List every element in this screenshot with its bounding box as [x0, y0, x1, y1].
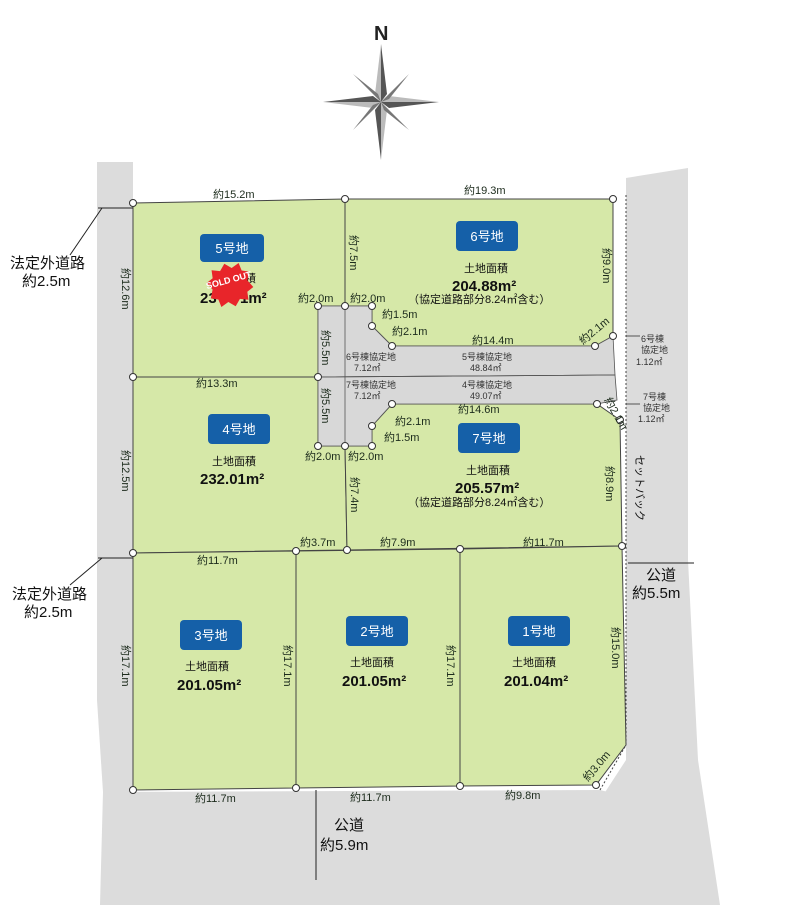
legal-road-width-lower: 約2.5m: [24, 604, 72, 621]
dim-road-146: 約14.6m: [458, 402, 500, 416]
lot-4-badge: 4号地: [222, 422, 255, 437]
lot-1[interactable]: [459, 545, 627, 787]
dim-road-144: 約14.4m: [472, 333, 514, 347]
lot-7-note: （協定道路部分8.24㎡含む）: [408, 495, 550, 509]
lot-7-badge: 7号地: [472, 431, 505, 446]
lot-5-info: 5号地 土地面積 23 1m² SOLD OUT: [200, 234, 267, 307]
dim-row-79: 約7.9m: [380, 535, 415, 549]
lot-7-area-label: 土地面積: [466, 463, 510, 477]
public-road-east: [600, 168, 720, 905]
lot-1-info: 1号地 土地面積 201.04m²: [504, 616, 570, 690]
agreement-labels: 6号棟協定地 7.12㎡ 5号棟協定地 48.84㎡ 7号棟協定地 7.12㎡ …: [346, 333, 670, 424]
dim-notch-w4: 約2.0m: [348, 449, 383, 463]
lot-6-badge: 6号地: [470, 229, 503, 244]
dim-bottom-117-a: 約11.7m: [195, 791, 236, 805]
lot-1-badge: 1号地: [522, 624, 555, 639]
agreement-7e-name-1: 7号棟: [643, 391, 666, 402]
setback-line: [599, 195, 627, 791]
dim-lot2-west: 約17.1m: [281, 645, 295, 687]
dim-row-117-b: 約11.7m: [523, 535, 564, 549]
dim-notch-21-upper: 約2.1m: [392, 324, 427, 338]
legal-outside-road-west: [97, 162, 133, 792]
lot-6-note: （協定道路部分8.24㎡含む）: [408, 292, 550, 306]
agreement-7-name: 7号棟協定地: [346, 379, 396, 390]
dim-road-55-upper: 約5.5m: [319, 330, 333, 365]
dim-bottom-98: 約9.8m: [505, 788, 540, 802]
lot-4-info: 4号地 土地面積 232.01m²: [200, 414, 270, 488]
legal-road-label-upper: 法定外道路: [10, 255, 85, 272]
public-road-east-width: 約5.5m: [632, 585, 680, 602]
north-label: N: [374, 23, 388, 45]
agreement-6-name: 6号棟協定地: [346, 351, 396, 362]
lot-1-area-label: 土地面積: [512, 655, 556, 669]
agreement-7-area: 7.12㎡: [354, 391, 381, 401]
lot-2-area: 201.05m²: [342, 673, 406, 690]
dimension-labels: 約15.2m 約19.3m 約2.0m 約2.0m 約1.5m 約2.1m 約1…: [119, 183, 631, 805]
agreement-5-area: 48.84㎡: [470, 363, 502, 373]
sold-out-stamp: SOLD OUT: [205, 263, 254, 307]
dim-bottom-117-b: 約11.7m: [350, 790, 391, 804]
dim-left-middle: 約12.5m: [119, 450, 133, 492]
dim-notch-15-lower: 約1.5m: [384, 430, 419, 444]
lot-1-area: 201.04m²: [504, 673, 568, 690]
lot-4-area: 232.01m²: [200, 471, 264, 488]
dim-notch-w1: 約2.0m: [298, 291, 333, 305]
dim-lot6-west: 約7.5m: [347, 235, 361, 270]
lot-6-info: 6号地 土地面積 204.88m² （協定道路部分8.24㎡含む）: [408, 221, 550, 306]
lots-layer: [132, 198, 627, 791]
agreement-6e-name-2: 協定地: [641, 344, 668, 355]
lot-6-area: 204.88m²: [452, 278, 516, 295]
lot-2-info: 2号地 土地面積 201.05m²: [342, 616, 408, 690]
compass-rose: N: [323, 23, 439, 160]
dim-row-37: 約3.7m: [300, 535, 335, 549]
dim-left-lower: 約17.1m: [119, 645, 133, 687]
dim-notch-w2: 約2.0m: [350, 291, 385, 305]
dim-notch-w3: 約2.0m: [305, 449, 340, 463]
lot-2-area-label: 土地面積: [350, 655, 394, 669]
agreement-7e-name-2: 協定地: [643, 402, 670, 413]
legal-road-width-upper: 約2.5m: [22, 273, 70, 290]
agreement-4-name: 4号棟協定地: [462, 379, 512, 390]
lot-2-badge: 2号地: [360, 624, 393, 639]
lot-7-area: 205.57m²: [455, 480, 519, 497]
agreement-6e-name-1: 6号棟: [641, 333, 664, 344]
setback-label: セットバック: [633, 455, 646, 521]
dim-lot1-west: 約17.1m: [444, 645, 458, 687]
dim-notch-21-lower: 約2.1m: [395, 414, 430, 428]
agreement-7e-area: 1.12㎡: [638, 414, 665, 424]
lot-5-badge: 5号地: [215, 241, 248, 256]
public-road-south: [100, 790, 720, 905]
lot-6-area-label: 土地面積: [464, 261, 508, 275]
dim-mid-133: 約13.3m: [196, 376, 238, 390]
lot-3-info: 3号地 土地面積 201.05m²: [177, 620, 242, 694]
agreement-4-area: 49.07㎡: [470, 391, 502, 401]
lot-7-info: 7号地 土地面積 205.57m² （協定道路部分8.24㎡含む）: [408, 423, 550, 509]
agreement-6-area: 7.12㎡: [354, 363, 381, 373]
public-road-east-label: 公道: [646, 567, 676, 584]
lot-3-area-label: 土地面積: [185, 659, 229, 673]
dim-top-left: 約15.2m: [213, 187, 255, 201]
road-labels: 法定外道路 約2.5m 法定外道路 約2.5m 公道 約5.5m 公道 約5.9…: [10, 207, 694, 880]
lot-3-area: 201.05m²: [177, 677, 241, 694]
dim-notch-15-upper: 約1.5m: [382, 307, 417, 321]
lot-3-badge: 3号地: [194, 628, 227, 643]
dim-lot7-west: 約7.4m: [348, 477, 362, 512]
agreement-road: [317, 305, 616, 378]
vertices: [129, 195, 626, 794]
dim-top-right: 約19.3m: [464, 183, 506, 197]
legal-road-label-lower: 法定外道路: [12, 586, 87, 603]
dim-lot7-east: 約8.9m: [603, 466, 617, 501]
agreement-5-name: 5号棟協定地: [462, 351, 512, 362]
dim-road-55-lower: 約5.5m: [319, 388, 333, 423]
dim-lot6-east: 約9.0m: [600, 248, 614, 283]
dim-row-117-a: 約11.7m: [197, 553, 238, 567]
public-road-south-width: 約5.9m: [320, 837, 368, 854]
public-road-south-label: 公道: [334, 817, 364, 834]
dim-east-150: 約15.0m: [609, 627, 623, 669]
agreement-6e-area: 1.12㎡: [636, 357, 663, 367]
lot-4-area-label: 土地面積: [212, 454, 256, 468]
dim-left-upper: 約12.6m: [119, 268, 133, 310]
